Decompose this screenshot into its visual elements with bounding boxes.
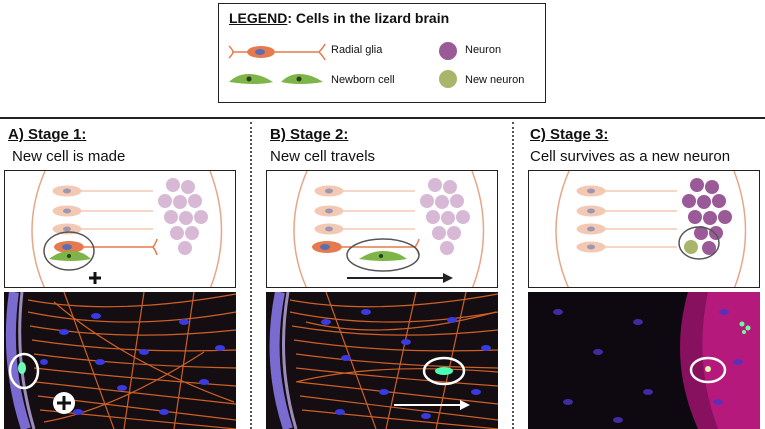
stage-a-microscopy (4, 292, 236, 429)
microscopy-highlight-icon (8, 352, 40, 390)
radial-glia-legend-icon (228, 43, 326, 61)
neuron-legend-icon (439, 42, 457, 60)
legend-box: LEGEND: Cells in the lizard brain Radial… (218, 3, 546, 103)
stage-c-microscopy-art (528, 292, 760, 429)
stage-a-subtitle: New cell is made (12, 148, 126, 165)
new-neuron-icon (684, 240, 698, 254)
stage-divider-2 (512, 122, 514, 429)
stage-divider-1 (250, 122, 252, 429)
legend-newborn-cell-label: Newborn cell (331, 74, 395, 86)
stage-c-diagram (528, 170, 760, 288)
stage-b-diagram-art (293, 171, 485, 287)
division-plus-icon (89, 272, 101, 284)
legend-radial-glia-label: Radial glia (331, 44, 383, 56)
legend-title: LEGEND: Cells in the lizard brain (229, 10, 449, 26)
migration-arrow-icon (347, 273, 453, 283)
microscopy-highlight-icon (422, 356, 466, 386)
new-neuron-legend-icon (439, 70, 457, 88)
highlight-ellipse-icon (678, 226, 720, 260)
stage-a-diagram-art (31, 171, 223, 287)
faded-neuron-cluster (158, 178, 208, 255)
highlight-ellipse-icon (43, 231, 95, 271)
stage-c-title: C) Stage 3: (530, 126, 609, 143)
stage-b-diagram (266, 170, 498, 288)
microscopy-highlight-icon (689, 356, 727, 384)
stage-b-subtitle: New cell travels (270, 148, 376, 165)
section-divider (0, 117, 765, 119)
legend-title-text: : Cells in the lizard brain (287, 10, 450, 26)
newborn-cell-legend-icon (229, 74, 323, 84)
stage-b-microscopy-art (266, 292, 498, 429)
stage-c-subtitle: Cell survives as a new neuron (530, 148, 731, 165)
legend-new-neuron-label: New neuron (465, 74, 525, 86)
stage-a-title: A) Stage 1: (8, 126, 87, 143)
stage-b-microscopy (266, 292, 498, 429)
stage-b-title: B) Stage 2: (270, 126, 349, 143)
legend-neuron-label: Neuron (465, 44, 502, 56)
stage-a-microscopy-art (4, 292, 236, 429)
microscopy-migration-arrow-icon (394, 400, 470, 410)
neuron-cluster (682, 178, 732, 255)
highlight-ellipse-icon (346, 238, 420, 272)
stage-a-diagram (4, 170, 236, 288)
stage-c-diagram-art (555, 171, 747, 287)
stage-c-microscopy (528, 292, 760, 429)
legend-prefix: LEGEND (229, 10, 288, 26)
